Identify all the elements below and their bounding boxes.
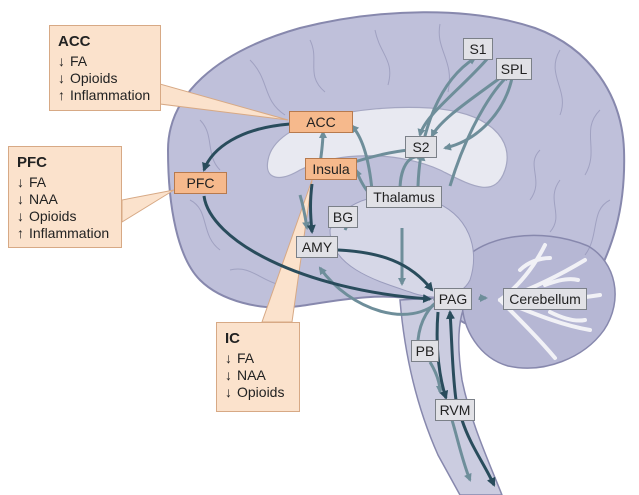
marker-label: NAA bbox=[237, 367, 266, 383]
ic-callout-item: ↓ Opioids bbox=[225, 384, 291, 401]
marker-label: Opioids bbox=[70, 70, 118, 86]
pfc-callout: PFC ↓ FA ↓ NAA ↓ Opioids ↑ Inflammation bbox=[8, 146, 122, 248]
acc-callout-item: ↑ Inflammation bbox=[58, 87, 152, 104]
ic-callout-title: IC bbox=[225, 330, 240, 347]
arrow-glyph: ↓ bbox=[58, 70, 65, 86]
arrow-glyph: ↓ bbox=[17, 191, 24, 207]
descending-pathways bbox=[202, 122, 496, 487]
arrow-glyph: ↑ bbox=[17, 225, 24, 241]
marker-label: Inflammation bbox=[29, 225, 110, 241]
arrow-glyph: ↓ bbox=[58, 53, 65, 69]
marker-label: Opioids bbox=[237, 384, 285, 400]
pfc-callout-item: ↑ Inflammation bbox=[17, 225, 113, 242]
region-s1: S1 bbox=[463, 38, 493, 60]
region-insula: Insula bbox=[305, 158, 357, 180]
acc-callout-title: ACC bbox=[58, 33, 91, 50]
marker-label: FA bbox=[29, 174, 47, 190]
pfc-callout-item: ↓ FA bbox=[17, 174, 113, 191]
arrow-glyph: ↓ bbox=[17, 174, 24, 190]
ic-callout-item: ↓ FA bbox=[225, 350, 291, 367]
region-thalamus: Thalamus bbox=[366, 186, 442, 208]
region-bg: BG bbox=[328, 206, 358, 228]
region-pfc: PFC bbox=[174, 172, 227, 194]
acc-callout-item: ↓ Opioids bbox=[58, 70, 152, 87]
acc-callout: ACC ↓ FA ↓ Opioids ↑ Inflammation bbox=[49, 25, 161, 111]
region-cerebellum: Cerebellum bbox=[503, 288, 587, 310]
marker-label: FA bbox=[70, 53, 88, 69]
pfc-callout-item: ↓ NAA bbox=[17, 191, 113, 208]
arrow-glyph: ↓ bbox=[225, 350, 232, 366]
ic-callout-item: ↓ NAA bbox=[225, 367, 291, 384]
arrow-glyph: ↑ bbox=[58, 87, 65, 103]
region-pb: PB bbox=[411, 340, 439, 362]
pfc-callout-item: ↓ Opioids bbox=[17, 208, 113, 225]
pfc-callout-pointer bbox=[121, 189, 175, 223]
region-pag: PAG bbox=[434, 288, 472, 310]
arrow-glyph: ↓ bbox=[225, 367, 232, 383]
marker-label: NAA bbox=[29, 191, 58, 207]
pfc-callout-title: PFC bbox=[17, 154, 47, 171]
region-acc: ACC bbox=[289, 111, 353, 133]
region-amy: AMY bbox=[296, 236, 338, 258]
marker-label: Opioids bbox=[29, 208, 77, 224]
arrow-glyph: ↓ bbox=[17, 208, 24, 224]
region-s2: S2 bbox=[405, 136, 437, 158]
region-rvm: RVM bbox=[435, 399, 475, 421]
marker-label: Inflammation bbox=[70, 87, 151, 103]
marker-label: FA bbox=[237, 350, 255, 366]
ic-callout: IC ↓ FA ↓ NAA ↓ Opioids bbox=[216, 322, 300, 412]
arrow-glyph: ↓ bbox=[225, 384, 232, 400]
region-spl: SPL bbox=[496, 58, 532, 80]
acc-callout-item: ↓ FA bbox=[58, 53, 152, 70]
